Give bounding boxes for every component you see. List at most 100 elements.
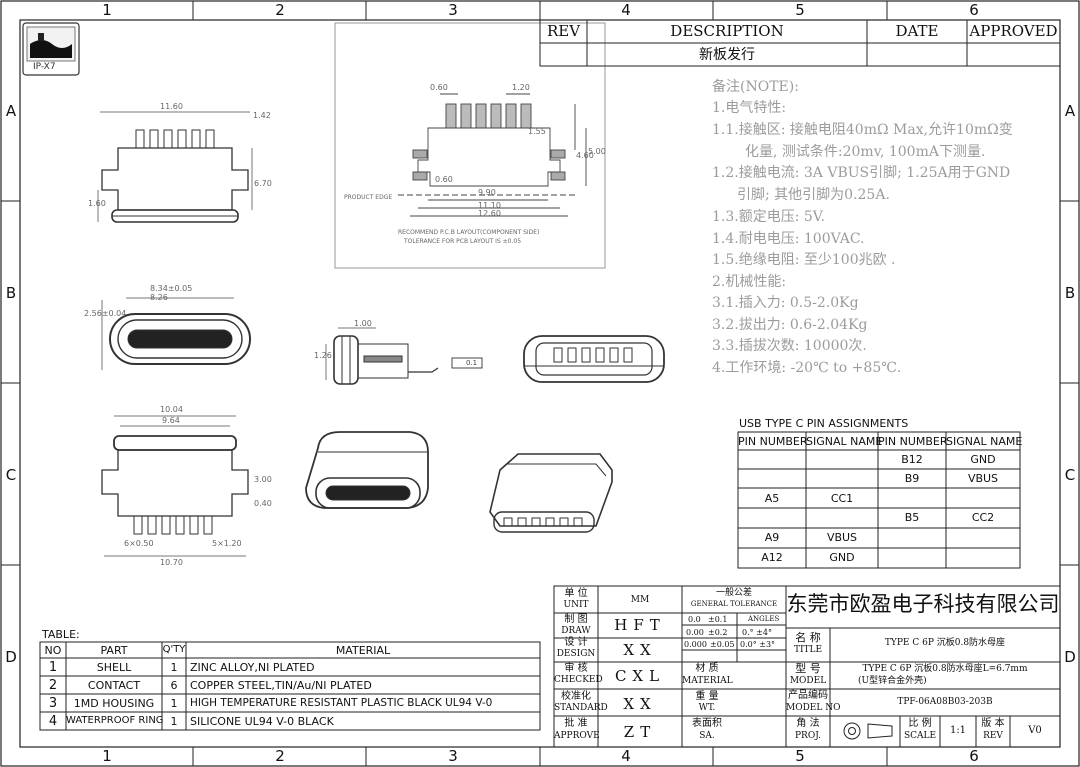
parts-row-3-part: 1MD HOUSING xyxy=(73,697,155,710)
grid-row-d-left: D xyxy=(5,648,17,666)
draw-label: 制 图 xyxy=(564,614,588,625)
grid-row-a-right: A xyxy=(1064,102,1076,120)
scale-label: 比 例 xyxy=(908,718,932,729)
pin-cell-3-3: CC2 xyxy=(971,511,995,524)
grid-col-1-top: 1 xyxy=(102,1,112,19)
note-12: 3.3.插拔次数: 10000次. xyxy=(712,338,867,354)
note-5: 引脚; 其他引脚为0.25A. xyxy=(737,187,890,203)
pcb-edge-label: PRODUCT EDGE xyxy=(344,194,393,201)
pin-header-1: SIGNAL NAME xyxy=(806,435,883,448)
parts-row-4-qty: 1 xyxy=(170,715,178,728)
surface-label-en: SA. xyxy=(699,731,715,741)
pcb-note-2: TOLERANCE FOR PCB LAYOUT IS ±0.05 xyxy=(404,238,522,245)
dim-pcb-e: 5.00 xyxy=(588,147,606,156)
dim-top-h3: 1.60 xyxy=(88,199,106,208)
model-label: 型 号 xyxy=(795,662,821,675)
surface-label: 表面积 xyxy=(692,718,722,729)
parts-table-title: TABLE: xyxy=(42,628,80,641)
pin-cell-4-0: A9 xyxy=(764,531,780,544)
approve-label-en: APPROVE xyxy=(554,731,600,741)
pin-cell-5-0: A12 xyxy=(761,551,783,564)
top-view-drawing xyxy=(97,111,253,223)
grid-col-4-bottom: 4 xyxy=(621,747,631,765)
parts-row-4-part: WATERPROOF RING xyxy=(66,715,164,726)
dim-side-w2: 8.26 xyxy=(150,293,168,302)
pcb-layout-frame xyxy=(334,22,606,269)
pcb-note-1: RECOMMEND P.C.B LAYOUT(COMPONENT SIDE) xyxy=(398,229,540,236)
angles-row-1: 0.° ±4° xyxy=(742,628,772,637)
dim-side-view-h: 1.26 xyxy=(314,351,332,360)
parts-row-2-no: 2 xyxy=(48,678,58,693)
grid-row-b-right: B xyxy=(1064,284,1076,302)
design-label: 设 计 xyxy=(564,637,588,648)
grid-col-5-top: 5 xyxy=(795,1,805,19)
dim-pcb-w3: 12.60 xyxy=(478,209,501,218)
pin-cell-1-3: VBUS xyxy=(967,472,999,485)
dim-top-h2: 6.70 xyxy=(254,179,272,188)
dim-pcb-b: 1.20 xyxy=(512,83,530,92)
model-no-label-en: MODEL NO xyxy=(786,703,841,713)
parts-row-3-material: HIGH TEMPERATURE RESISTANT PLASTIC BLACK… xyxy=(190,697,493,709)
dim-top-h1: 1.42 xyxy=(253,111,271,120)
tol-row-1-a: 0.0 xyxy=(688,615,701,624)
rev-header-date: DATE xyxy=(895,22,939,40)
name-label: 名 称 xyxy=(795,631,821,644)
parts-row-1-qty: 1 xyxy=(170,661,178,674)
end-view-drawing xyxy=(101,297,251,370)
grid-col-2-bottom: 2 xyxy=(275,747,285,765)
tolerance-label: 一般公差 xyxy=(715,588,752,598)
rev-header-approved: APPROVED xyxy=(969,22,1058,40)
grid-row-b-left: B xyxy=(5,284,17,302)
pin-cell-2-0: A5 xyxy=(764,492,780,505)
name-value: TYPE C 6P 沉板0.8防水母座 xyxy=(884,638,1006,648)
rev-description-value: 新板发行 xyxy=(699,47,755,63)
note-7: 1.4.耐电电压: 100VAC. xyxy=(712,231,865,247)
pin-cell-0-3: GND xyxy=(970,453,996,466)
weight-label: 重 量 xyxy=(695,691,719,702)
note-13: 4.工作环境: -20℃ to +85℃. xyxy=(712,360,902,376)
checked-value: CXL xyxy=(614,667,666,685)
note-3: 化量, 测试条件:20mv, 100mA下测量. xyxy=(745,144,986,160)
unit-label: 单 位 xyxy=(564,588,588,599)
grid-col-6-top: 6 xyxy=(969,1,979,19)
grid-col-5-bottom: 5 xyxy=(795,747,805,765)
pin-cell-0-2: B12 xyxy=(901,453,923,466)
logo xyxy=(22,22,80,76)
checked-label: 审 核 xyxy=(564,663,588,674)
dim-bottom-w1: 10.04 xyxy=(160,405,183,414)
unit-label-en: UNIT xyxy=(563,600,589,610)
grid-col-4-top: 4 xyxy=(621,1,631,19)
tol-row-1-b: ±0.1 xyxy=(708,615,728,624)
tolerance-label-en: GENERAL TOLERANCE xyxy=(690,600,778,608)
revision-table xyxy=(539,19,1061,67)
grid-col-6-bottom: 6 xyxy=(969,747,979,765)
parts-row-1-no: 1 xyxy=(48,660,58,675)
grid-col-2-top: 2 xyxy=(275,1,285,19)
logo-caption: IP-X7 xyxy=(33,62,56,72)
parts-row-2-qty: 6 xyxy=(170,679,178,692)
parts-header-no: NO xyxy=(44,644,62,657)
grid-col-3-top: 3 xyxy=(448,1,458,19)
dim-pcb-d: 4.60 xyxy=(576,151,594,160)
standard-label-en: STANDARD xyxy=(554,703,608,713)
dim-side-h: 2.56±0.04 xyxy=(84,309,127,318)
parts-header-qty: Q'TY xyxy=(162,644,186,655)
draw-label-en: DRAW xyxy=(561,626,591,636)
unit-value: MM xyxy=(630,595,650,605)
standard-label: 校准化 xyxy=(561,691,591,702)
approve-label: 批 准 xyxy=(564,718,588,729)
parts-row-2-part: CONTACT xyxy=(87,679,141,692)
material-label: 材 质 xyxy=(695,663,719,674)
parts-row-3-qty: 1 xyxy=(170,697,178,710)
approve-value: ZT xyxy=(623,723,657,741)
tol-row-3-a: 0.000 xyxy=(684,640,707,649)
material-label-en: MATERIAL xyxy=(682,676,733,686)
dim-pcb-c: 1.55 xyxy=(528,127,546,136)
pin-header-3: SIGNAL NAME xyxy=(946,435,1023,448)
parts-row-4-material: SILICONE UL94 V-0 BLACK xyxy=(190,715,334,728)
pin-cell-2-1: CC1 xyxy=(830,492,854,505)
pin-cell-4-1: VBUS xyxy=(826,531,858,544)
note-0: 备注(NOTE): xyxy=(712,79,799,95)
